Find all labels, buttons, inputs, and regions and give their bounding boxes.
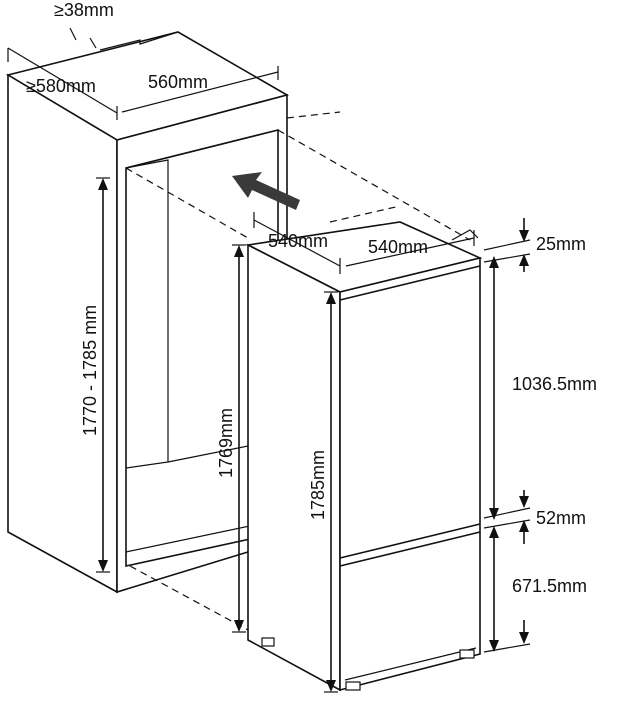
appliance-plinth <box>344 647 477 681</box>
appliance-body-height-label: 1769mm <box>216 408 236 478</box>
right-dimension-chain <box>483 218 531 653</box>
insertion-arrow-icon <box>232 172 300 210</box>
appliance-foot <box>261 637 275 647</box>
cabinet-depth-label: ≥580mm <box>26 76 96 96</box>
mid-gap-label: 52mm <box>536 508 586 528</box>
appliance-total-height-label: 1785mm <box>308 450 328 520</box>
appliance-foot <box>459 649 475 659</box>
cabinet <box>5 31 290 594</box>
appliance-total-height-dimension <box>324 291 338 693</box>
appliance-front-face <box>339 256 481 692</box>
appliance-foot <box>345 681 361 691</box>
door-split-lower <box>339 531 481 567</box>
top-gap-label: 25mm <box>536 234 586 254</box>
upper-door-top <box>339 265 481 301</box>
niche-height-label: 1770 - 1785 mm <box>80 305 100 436</box>
niche-inner-back <box>125 159 169 469</box>
cabinet-top-dimensions <box>7 27 279 120</box>
appliance <box>245 221 483 692</box>
cabinet-left-panel <box>7 73 118 594</box>
gap-top-label: ≥38mm <box>54 0 114 20</box>
appliance-width-label: 540mm <box>368 237 428 257</box>
appliance-top-dimensions <box>253 205 479 274</box>
insertion-guides <box>125 111 471 631</box>
appliance-depth-label: 540mm <box>268 231 328 251</box>
appliance-body-height-dimension <box>232 244 246 633</box>
upper-door-label: 1036.5mm <box>512 374 597 394</box>
cabinet-width-label: 560mm <box>148 72 208 92</box>
lower-door-label: 671.5mm <box>512 576 587 596</box>
niche-height-dimension <box>96 177 110 573</box>
door-split-upper <box>339 523 481 559</box>
